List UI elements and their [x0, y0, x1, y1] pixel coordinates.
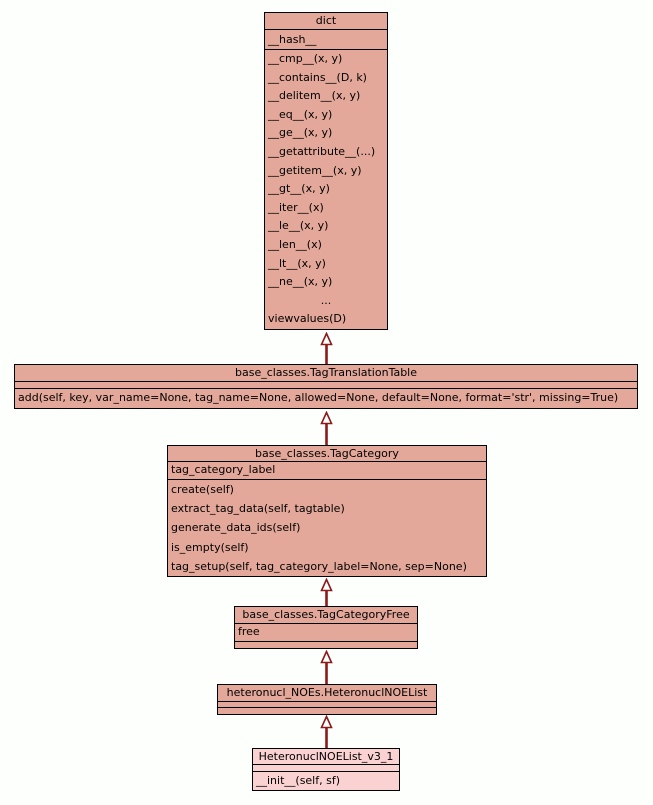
attributes-compartment: free: [235, 624, 417, 642]
inheritance-arrow: [320, 332, 333, 364]
class-box-tag-category: base_classes.TagCategory tag_category_la…: [167, 445, 487, 577]
methods-compartment: __init__(self, sf): [253, 772, 399, 790]
class-box-heteronucl-noe-list: heteronucl_NOEs.HeteronuclNOEList: [217, 684, 437, 715]
methods-compartment: create(self) extract_tag_data(self, tagta…: [168, 480, 486, 576]
attributes-compartment: [15, 382, 637, 389]
attributes-compartment: [253, 765, 399, 772]
attribute-row: __hash__: [268, 33, 317, 46]
methods-compartment: __cmp__(x, y) __contains__(D, k) __delitem…: [265, 50, 387, 329]
attribute-row: tag_category_label: [171, 463, 276, 476]
method-row: __gt__(x, y): [268, 182, 330, 196]
class-title: base_classes.TagCategoryFree: [235, 607, 417, 624]
class-title: dict: [265, 13, 387, 30]
method-row: __le__(x, y): [268, 219, 329, 233]
class-box-tag-category-free: base_classes.TagCategoryFree free: [234, 606, 418, 649]
method-row: __getitem__(x, y): [268, 163, 362, 177]
methods-compartment: [235, 642, 417, 648]
method-row: __ge__(x, y): [268, 126, 333, 140]
attributes-compartment: [218, 702, 436, 708]
class-title: HeteronuclNOEList_v3_1: [253, 749, 399, 765]
method-row: __lt__(x, y): [268, 256, 326, 270]
class-title: base_classes.TagTranslationTable: [15, 365, 637, 382]
class-title: base_classes.TagCategory: [168, 446, 486, 462]
inheritance-arrow: [320, 411, 333, 445]
method-row: extract_tag_data(self, tagtable): [171, 502, 345, 516]
method-row: is_empty(self): [171, 540, 249, 554]
method-row: __len__(x): [268, 237, 322, 251]
method-row: generate_data_ids(self): [171, 521, 301, 535]
methods-compartment: add(self, key, var_name=None, tag_name=N…: [15, 389, 637, 408]
attributes-compartment: __hash__: [265, 30, 387, 50]
method-row: __contains__(D, k): [268, 70, 367, 84]
method-row: __iter__(x): [268, 200, 324, 214]
class-box-heteronucl-noe-list-v3-1: HeteronuclNOEList_v3_1 __init__(self, sf…: [252, 748, 400, 791]
method-row: ...: [320, 293, 332, 307]
method-row: add(self, key, var_name=None, tag_name=N…: [18, 391, 619, 404]
method-row: create(self): [171, 483, 234, 496]
method-row: __ne__(x, y): [268, 275, 333, 289]
method-row: tag_setup(self, tag_category_label=None,…: [171, 559, 467, 573]
attributes-compartment: tag_category_label: [168, 462, 486, 480]
methods-compartment: [218, 708, 436, 714]
class-box-dict: dict __hash__ __cmp__(x, y) __contains__(…: [264, 12, 388, 330]
method-row: __cmp__(x, y): [268, 52, 343, 65]
method-row: __init__(self, sf): [256, 774, 341, 787]
attribute-row: free: [238, 625, 260, 638]
method-row: __eq__(x, y): [268, 107, 333, 121]
inheritance-arrow: [320, 715, 333, 748]
method-row: viewvalues(D): [268, 312, 347, 326]
inheritance-arrow: [320, 578, 333, 606]
method-row: __delitem__(x, y): [268, 89, 361, 103]
class-title: heteronucl_NOEs.HeteronuclNOEList: [218, 685, 436, 702]
method-row: __getattribute__(...): [268, 144, 376, 158]
inheritance-arrow: [320, 650, 333, 684]
class-box-tag-translation-table: base_classes.TagTranslationTable add(sel…: [14, 364, 638, 409]
